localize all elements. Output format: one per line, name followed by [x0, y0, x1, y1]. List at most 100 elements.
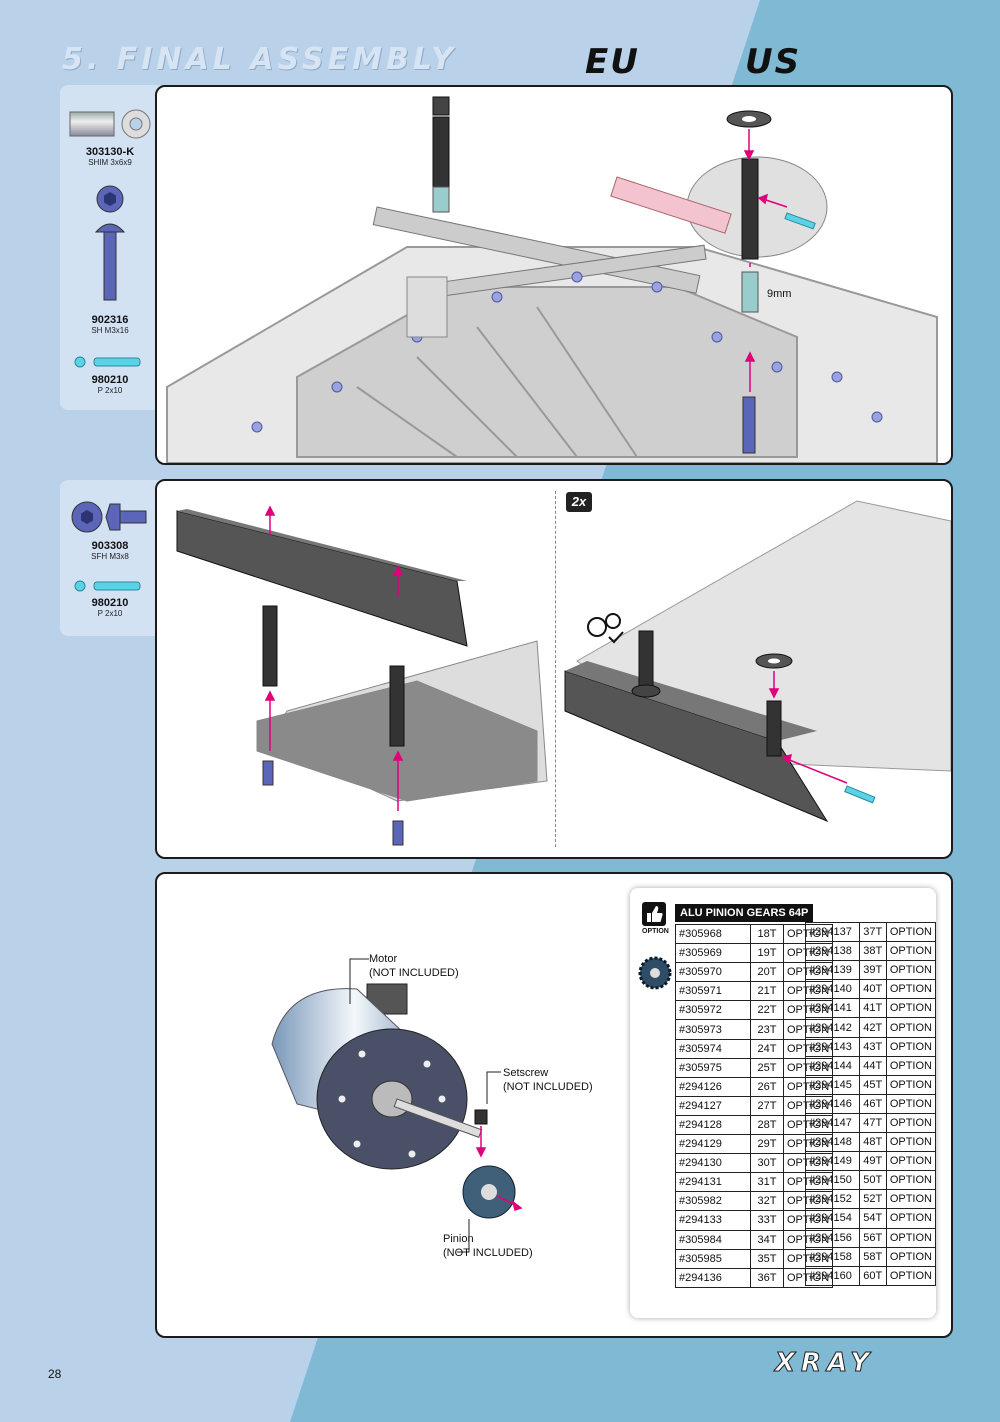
view-divider: [555, 491, 556, 847]
motor-label-line1: Motor: [369, 953, 398, 965]
tools-icon: [587, 613, 624, 644]
status-cell: OPTION: [885, 1132, 937, 1153]
teeth-cell: 25T: [750, 1057, 784, 1078]
gear-icon: [638, 956, 672, 990]
teeth-cell: 23T: [750, 1019, 784, 1040]
teeth-cell: 30T: [750, 1153, 784, 1174]
part-number-cell: #294143: [805, 1036, 860, 1057]
status-cell: OPTION: [885, 1036, 937, 1057]
part-number-cell: #294144: [805, 1055, 860, 1076]
teeth-cell: 40T: [858, 979, 887, 1000]
teeth-cell: 28T: [750, 1114, 784, 1136]
part-number: 902316: [91, 314, 129, 326]
status-cell: OPTION: [885, 1151, 937, 1172]
teeth-cell: 49T: [858, 1151, 887, 1172]
part-number-cell: #294133: [675, 1210, 751, 1231]
part-desc: P 2x10: [97, 386, 123, 395]
status-cell: OPTION: [885, 1227, 937, 1248]
part-980210-2: 980210 P 2x10: [62, 597, 158, 618]
part-number-cell: #294147: [805, 1112, 860, 1134]
teeth-cell: 22T: [750, 1000, 784, 1021]
status-cell: OPTION: [885, 1017, 937, 1038]
part-number-cell: #294139: [805, 960, 860, 981]
table-title: ALU PINION GEARS 64P: [675, 904, 814, 922]
part-desc: SHIM 3x6x9: [88, 158, 132, 167]
part-number-cell: #294152: [805, 1189, 860, 1210]
status-cell: OPTION: [885, 921, 937, 943]
teeth-cell: 27T: [750, 1095, 784, 1116]
teeth-cell: 37T: [858, 921, 887, 943]
teeth-cell: 26T: [750, 1076, 784, 1097]
teeth-cell: 36T: [750, 1267, 784, 1288]
screw-icon: [94, 185, 126, 301]
teeth-cell: 35T: [750, 1248, 784, 1269]
part-desc: SH M3x16: [91, 326, 129, 335]
part-number-cell: #305974: [675, 1038, 751, 1059]
part-number-cell: #294141: [805, 998, 860, 1019]
status-cell: OPTION: [885, 1074, 937, 1095]
part-number-cell: #294136: [675, 1267, 751, 1288]
part-number-cell: #294145: [805, 1074, 860, 1095]
part-number-cell: #294146: [805, 1093, 860, 1114]
part-number: 980210: [91, 374, 129, 386]
chassis-assembly-illustration: [166, 96, 938, 463]
teeth-cell: 34T: [750, 1229, 784, 1250]
teeth-cell: 42T: [858, 1017, 887, 1038]
teeth-cell: 31T: [750, 1172, 784, 1193]
status-cell: OPTION: [885, 1265, 937, 1286]
teeth-cell: 18T: [750, 923, 784, 945]
pin-icon: [74, 356, 141, 368]
part-number-cell: #305970: [675, 962, 751, 983]
assembly-panel-1: 9mm: [155, 85, 953, 465]
teeth-cell: 45T: [858, 1074, 887, 1095]
status-cell: OPTION: [885, 941, 937, 962]
status-cell: OPTION: [885, 1246, 937, 1267]
dimension-label: 9mm: [767, 288, 792, 300]
teeth-cell: 52T: [858, 1189, 887, 1210]
teeth-cell: 47T: [858, 1112, 887, 1134]
motor-label-line2: (NOT INCLUDED): [369, 967, 459, 979]
teeth-cell: 29T: [750, 1134, 784, 1155]
page-number: 28: [48, 1367, 62, 1381]
teeth-cell: 60T: [858, 1265, 887, 1286]
status-cell: OPTION: [885, 1112, 937, 1134]
pinion-gear-icon: [462, 1165, 516, 1219]
part-number-cell: #294126: [675, 1076, 751, 1097]
teeth-cell: 56T: [858, 1227, 887, 1248]
teeth-cell: 20T: [750, 962, 784, 983]
teeth-cell: 32T: [750, 1191, 784, 1212]
teeth-cell: 39T: [858, 960, 887, 981]
part-number-cell: #294129: [675, 1134, 751, 1155]
part-number-cell: #294156: [805, 1227, 860, 1248]
xray-logo: XRAY: [774, 1348, 876, 1379]
part-number-cell: #294142: [805, 1017, 860, 1038]
teeth-cell: 33T: [750, 1210, 784, 1231]
part-902316: 902316 SH M3x16: [62, 314, 158, 335]
part-number: 903308: [91, 540, 129, 552]
option-label: OPTION: [642, 928, 669, 935]
status-cell: OPTION: [885, 1093, 937, 1114]
brand-eu-logo: EU: [585, 42, 640, 82]
pinion-label-line2: (NOT INCLUDED): [443, 1247, 533, 1259]
part-903308: 903308 SFH M3x8: [62, 540, 158, 561]
pin-icon: [74, 580, 141, 592]
part-number-cell: #294140: [805, 979, 860, 1000]
part-number-cell: #294150: [805, 1170, 860, 1191]
status-cell: OPTION: [885, 1055, 937, 1076]
setscrew-label: Setscrew (NOT INCLUDED): [503, 1066, 593, 1094]
